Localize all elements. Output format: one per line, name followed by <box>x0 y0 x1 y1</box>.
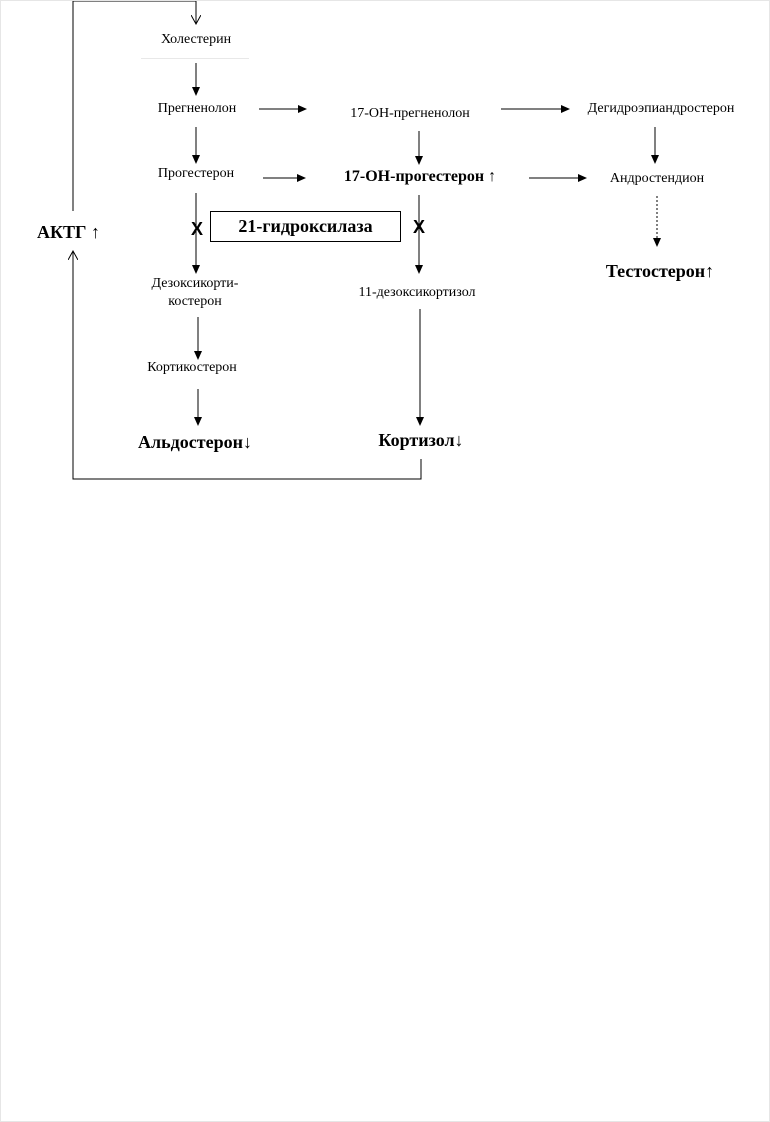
cortisol-feedback-line <box>73 251 422 480</box>
node-pregnenolone: Прегненолон <box>157 101 237 116</box>
enzyme-21-hydroxylase-box: 21-гидроксилаза <box>210 211 401 242</box>
node-17oh-pregnenolone: 17-OH-прегненолон <box>350 106 470 121</box>
node-17oh-progesterone: 17-OH-прогестерон ↑ <box>343 168 497 185</box>
block-mark-right: X <box>412 217 426 237</box>
node-androstenedione: Андростендион <box>609 171 705 186</box>
node-cholesterol: Холестерин <box>160 32 232 47</box>
node-acth: АКТГ ↑ <box>37 222 101 242</box>
block-mark-left: X <box>190 219 204 239</box>
underline-rule <box>141 58 249 59</box>
node-aldosterone: Альдостерон↓ <box>138 432 252 452</box>
node-progesterone: Прогестерон <box>157 166 235 181</box>
node-testosterone: Тестостерон↑ <box>605 261 715 281</box>
node-cortisol: Кортизол↓ <box>378 430 464 450</box>
node-11-deoxycortisol: 11-дезоксикортизол <box>358 285 476 300</box>
node-corticosterone: Кортикостерон <box>147 360 237 375</box>
enzyme-label: 21-гидроксилаза <box>238 216 373 236</box>
node-dhea: Дегидроэпиандростерон <box>587 101 735 116</box>
node-deoxycorticosterone: Дезоксикорти- костерон <box>151 276 239 309</box>
acth-stimulation-line <box>72 1 196 211</box>
